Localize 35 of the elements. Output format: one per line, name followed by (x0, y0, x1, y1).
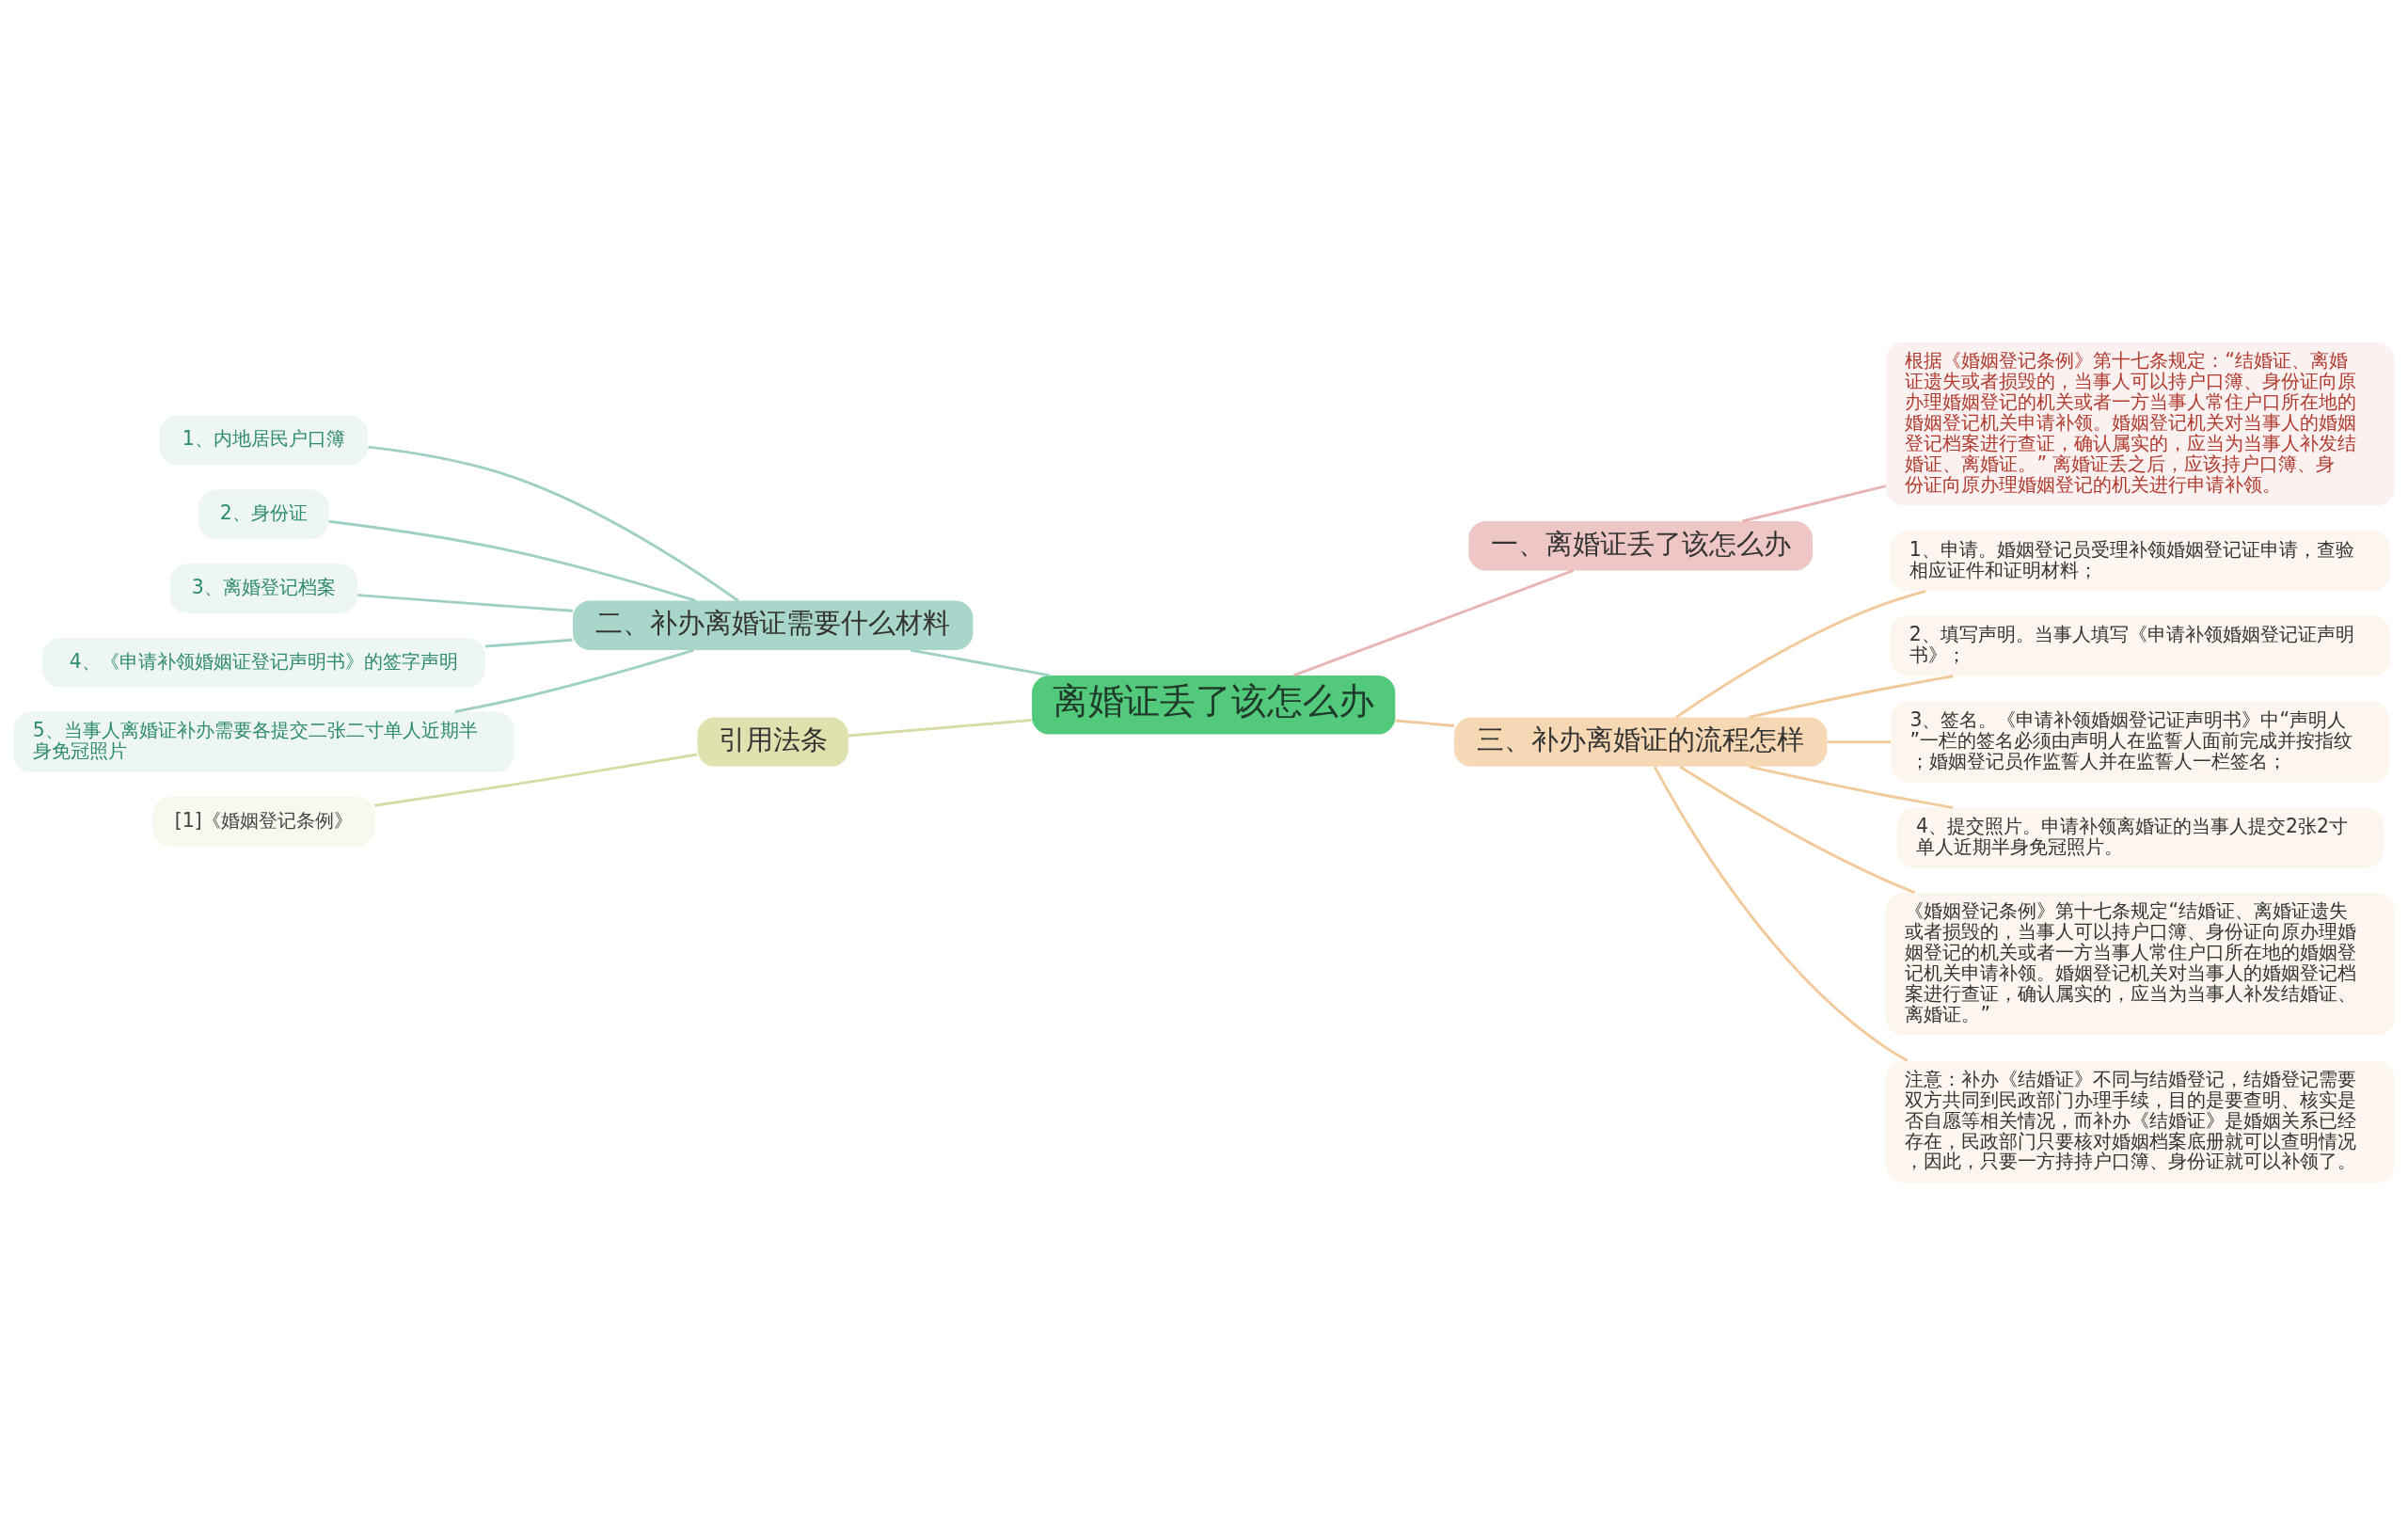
node-box: 3、离婚登记档案 (169, 564, 358, 613)
connector (848, 719, 1032, 738)
node-box: 三、补办离婚证的流程怎样 (1453, 717, 1828, 767)
connector (1292, 569, 1575, 677)
connector (910, 648, 1051, 677)
connector (1742, 485, 1887, 523)
node-box: 1、申请。婚姻登记员受理补领婚姻登记证申请，查验相应证件和证明材料； (1890, 531, 2391, 592)
node-box: 《婚姻登记条例》第十七条规定“结婚证、离婚证遗失或者损毁的，当事人可以持户口簿、身份证向原办理婚姻登记的机关或者一方当事人常住户口所在地的婚姻登记机关申请补领。婚姻登记机关对当事人的婚姻登记档案进行查证，确认属实的，应当为当事人补发结婚证、离婚证。” (1886, 892, 2395, 1036)
connector (1827, 740, 1891, 744)
node-box: 4、提交照片。申请补领离婚证的当事人提交2张2寸单人近期半身免冠照片。 (1896, 807, 2384, 868)
node-box: 4、《申请补领婚姻证登记声明书》的签字声明 (41, 637, 485, 688)
connector (1675, 590, 1926, 719)
node-box: 注意：补办《结婚证》不同与结婚登记，结婚登记需要双方共同到民政部门办理手续，目的是要查明、核实是否自愿等相关情况，而补办《结婚证》是婚姻关系已经存在，民政部门只要核对婚姻档案底册就可以查明情况，因此，只要一方持持户口簿、身份证就可以补领了。 (1886, 1060, 2395, 1183)
node-box: 3、签名。《申请补领婚姻登记证声明书》中“声明人”一栏的签名必须由声明人在监誓人面前完成并按指纹；婚姻登记员作监誓人并在监誓人一栏签名； (1891, 701, 2390, 783)
node-box: 5、当事人离婚证补办需要各提交二张二寸单人近期半身免冠照片 (13, 711, 515, 772)
connector (454, 648, 694, 713)
connector (328, 519, 696, 602)
node-box: 一、离婚证丢了该怎么办 (1468, 521, 1814, 571)
node-box: 引用法条 (697, 717, 848, 767)
connector (484, 638, 573, 648)
node-box: [1]《婚姻登记条例》 (152, 796, 375, 847)
node-box: 1、内地居民户口簿 (159, 415, 369, 466)
connector (374, 753, 698, 807)
connector (357, 594, 573, 612)
connector (1749, 765, 1954, 809)
node-box: 根据《婚姻登记条例》第十七条规定：“结婚证、离婚证遗失或者损毁的，当事人可以持户口簿、身份证向原办理婚姻登记的机关或者一方当事人常住户口所在地的婚姻登记机关申请补领。婚姻登记机关对当事人的婚姻登记档案进行查证，确认属实的，应当为当事人补发结婚证、离婚证。” 离婚证丢之后，应该持户口簿、身份证向原办理婚姻登记的机关进行申请补领。 (1886, 342, 2395, 506)
connector (368, 445, 739, 602)
node-box: 2、填写声明。当事人填写《申请补领婚姻登记证声明书》； (1890, 615, 2391, 676)
connector (1653, 766, 1909, 1062)
node-box: 离婚证丢了该怎么办 (1032, 675, 1396, 735)
connector (1749, 675, 1954, 719)
node-box: 2、身份证 (198, 489, 329, 539)
connector (1395, 719, 1454, 727)
connector (1679, 765, 1915, 895)
node-box: 二、补办离婚证需要什么材料 (572, 600, 974, 650)
